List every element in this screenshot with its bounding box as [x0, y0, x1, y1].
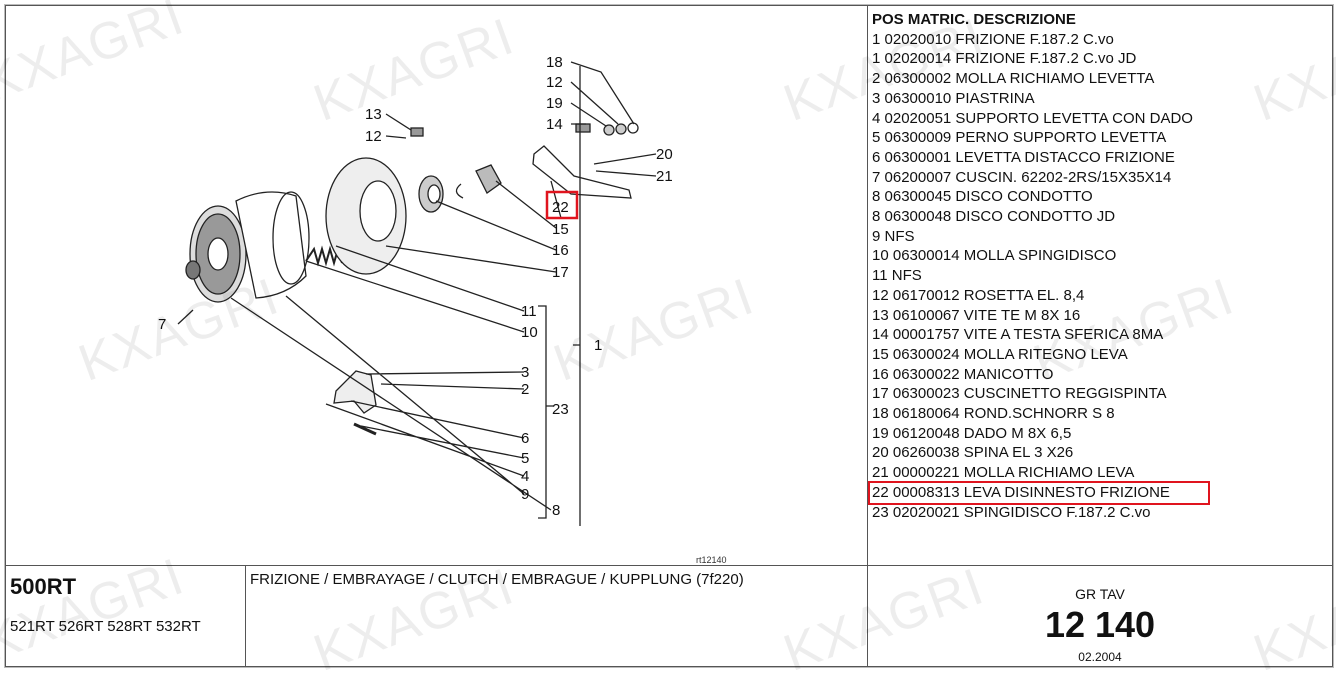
parts-row: 11 NFS [872, 267, 922, 285]
callout-18: 18 [546, 54, 563, 71]
parts-row: 23 02020021 SPINGIDISCO F.187.2 C.vo [872, 503, 1151, 521]
callout-21: 21 [656, 168, 673, 185]
model-cell: 500RT 521RT 526RT 528RT 532RT [5, 565, 246, 667]
parts-row: 21 00000221 MOLLA RICHIAMO LEVA [872, 464, 1135, 482]
parts-row: 5 06300009 PERNO SUPPORTO LEVETTA [872, 129, 1167, 147]
parts-row: 1 02020014 FRIZIONE F.187.2 C.vo JD [872, 50, 1137, 68]
callout-6: 6 [521, 430, 529, 447]
callout-2: 2 [521, 381, 529, 398]
parts-row: 12 06170012 ROSETTA EL. 8,4 [872, 286, 1085, 304]
callout-15: 15 [552, 221, 569, 238]
callout-17: 17 [552, 264, 569, 281]
gr-tav-date: 02.2004 [1078, 650, 1122, 664]
parts-row: 8 06300048 DISCO CONDOTTO JD [872, 208, 1116, 226]
callout-19: 19 [546, 95, 563, 112]
parts-row: 17 06300023 CUSCINETTO REGGISPINTA [872, 385, 1167, 403]
parts-row: 2 06300002 MOLLA RICHIAMO LEVETTA [872, 70, 1155, 88]
callout-7: 7 [158, 316, 166, 333]
parts-row: 16 06300022 MANICOTTO [872, 365, 1054, 383]
callout-5: 5 [521, 450, 529, 467]
parts-list-header: POS MATRIC. DESCRIZIONE [872, 11, 1076, 28]
callout-22: 22 [552, 199, 569, 216]
callout-11: 11 [521, 303, 537, 320]
callout-8: 8 [552, 502, 560, 519]
parts-list: POS MATRIC. DESCRIZIONE 1 02020010 FRIZI… [867, 5, 1333, 566]
callout-20: 20 [656, 146, 673, 163]
callout-4: 4 [521, 468, 529, 485]
parts-row: 14 00001757 VITE A TESTA SFERICA 8MA [872, 326, 1164, 344]
callout-16: 16 [552, 242, 569, 259]
group-title-cell: FRIZIONE / EMBRAYAGE / CLUTCH / EMBRAGUE… [245, 565, 868, 667]
gr-tav-cell: GR TAV 12 140 02.2004 [867, 565, 1333, 667]
clutch-diagram: 181219141312202122151617111017322365498 … [158, 54, 727, 565]
gr-tav-number: 12 140 [1044, 604, 1156, 645]
parts-row: 3 06300010 PIASTRINA [872, 89, 1035, 107]
parts-row: 13 06100067 VITE TE M 8X 16 [872, 306, 1081, 324]
parts-row: 7 06200007 CUSCIN. 62202-2RS/15X35X14 [872, 168, 1172, 186]
callout-10: 10 [521, 324, 538, 341]
gr-tav-label: GR TAV [1075, 586, 1125, 602]
parts-row: 15 06300024 MOLLA RITEGNO LEVA [872, 345, 1128, 363]
parts-row: 18 06180064 ROND.SCHNORR S 8 [872, 405, 1115, 423]
parts-row: 4 02020051 SUPPORTO LEVETTA CON DADO [872, 109, 1193, 127]
parts-row: 20 06260038 SPINA EL 3 X26 [872, 444, 1074, 462]
model-variants: 521RT 526RT 528RT 532RT [10, 618, 201, 635]
parts-row: 9 NFS [872, 227, 915, 245]
callout-23: 23 [552, 401, 569, 418]
callout-13: 13 [365, 106, 382, 123]
parts-row-highlighted: 22 00008313 LEVA DISINNESTO FRIZIONE [868, 480, 1210, 505]
callout-14: 14 [546, 116, 563, 133]
callout-9: 9 [521, 486, 529, 503]
group-title: FRIZIONE / EMBRAYAGE / CLUTCH / EMBRAGUE… [250, 571, 744, 588]
parts-row: 8 06300045 DISCO CONDOTTO [872, 188, 1093, 206]
parts-row: 19 06120048 DADO M 8X 6,5 [872, 424, 1072, 442]
callout-1: 1 [594, 337, 602, 354]
parts-row: 10 06300014 MOLLA SPINGIDISCO [872, 247, 1117, 265]
callout-3: 3 [521, 364, 529, 381]
callout-12: 12 [546, 74, 563, 91]
parts-row: 6 06300001 LEVETTA DISTACCO FRIZIONE [872, 148, 1175, 166]
highlight-box [545, 190, 579, 220]
diagram-ref-code: rt12140 [696, 555, 727, 565]
parts-row: 1 02020010 FRIZIONE F.187.2 C.vo [872, 30, 1114, 48]
model-name: 500RT [10, 574, 77, 599]
callout-12: 12 [365, 128, 382, 145]
